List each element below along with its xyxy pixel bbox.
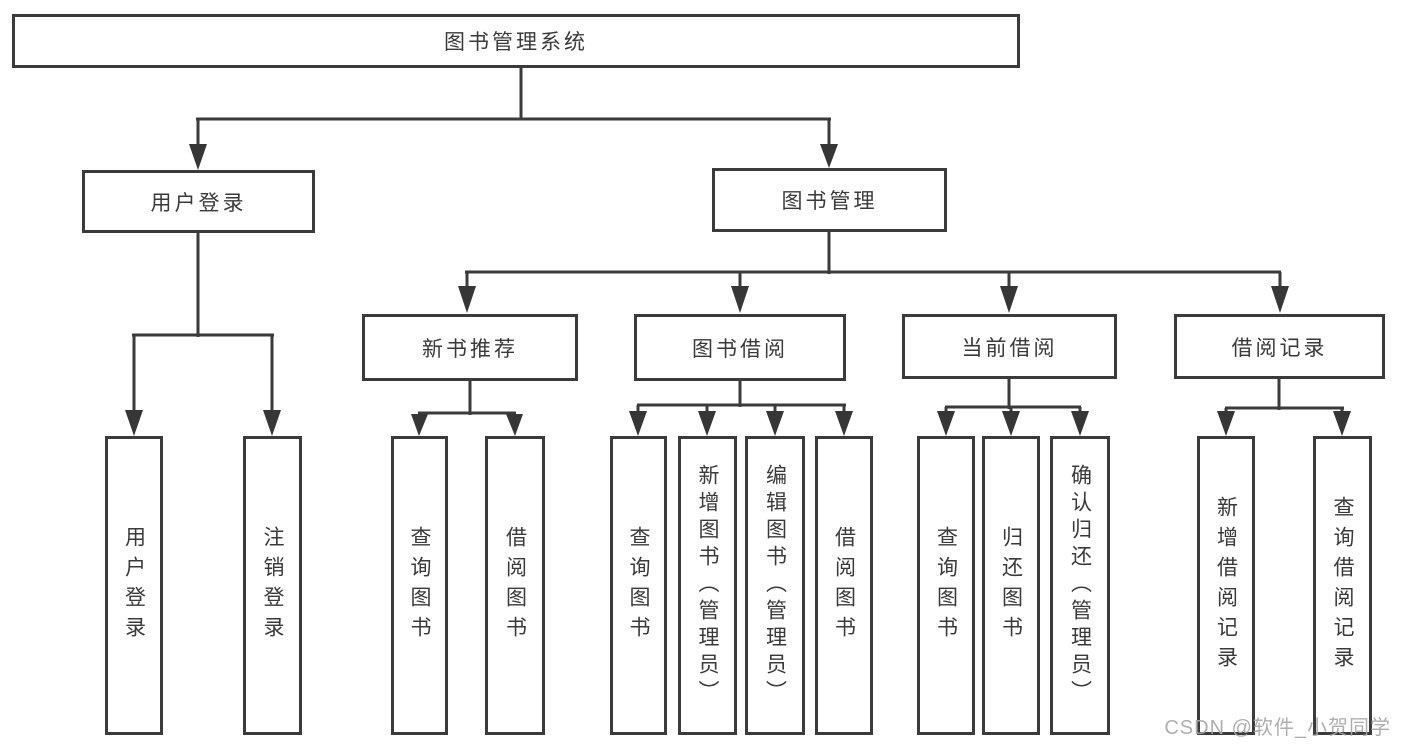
node-borrow-book-recommend-label: 借阅图书 [503, 525, 527, 646]
node-borrow-book-recommend: 借阅图书 [485, 436, 545, 735]
node-borrowing-records: 借阅记录 [1174, 314, 1385, 379]
node-edit-book-admin-label: 编辑图书（管理员） [763, 464, 787, 707]
node-logout-leaf-label: 注销登录 [261, 525, 284, 646]
node-query-books-borrow-label: 查询图书 [627, 525, 650, 646]
node-book-management: 图书管理 [712, 168, 947, 232]
node-query-borrow-record: 查询借阅记录 [1313, 436, 1372, 735]
node-root: 图书管理系统 [12, 14, 1020, 68]
node-confirm-return-admin-label: 确认归还（管理员） [1068, 464, 1092, 707]
node-query-books-current: 查询图书 [917, 436, 975, 735]
node-query-books-recommend: 查询图书 [391, 436, 448, 735]
node-new-book-recommendation: 新书推荐 [362, 314, 578, 381]
node-root-label: 图书管理系统 [444, 31, 588, 54]
node-return-book: 归还图书 [982, 436, 1040, 735]
node-book-management-label: 图书管理 [781, 190, 878, 213]
node-add-borrow-record: 新增借阅记录 [1197, 436, 1255, 735]
node-logout-leaf: 注销登录 [243, 436, 302, 735]
node-query-books-borrow: 查询图书 [610, 436, 667, 735]
node-borrowing-records-label: 借阅记录 [1231, 336, 1328, 360]
node-edit-book-admin: 编辑图书（管理员） [745, 436, 805, 735]
csdn-watermark: CSDN @软件_小贺同学 [1164, 717, 1391, 739]
node-query-books-current-label: 查询图书 [934, 525, 958, 646]
node-query-borrow-record-label: 查询借阅记录 [1331, 495, 1354, 676]
node-return-book-label: 归还图书 [999, 525, 1023, 646]
node-current-borrowing-label: 当前借阅 [961, 336, 1058, 360]
node-add-book-admin: 新增图书（管理员） [678, 436, 737, 735]
node-query-books-recommend-label: 查询图书 [408, 525, 431, 646]
node-new-book-recommendation-label: 新书推荐 [422, 337, 518, 361]
node-current-borrowing: 当前借阅 [902, 314, 1117, 379]
node-user-login-leaf: 用户登录 [105, 436, 163, 735]
node-confirm-return-admin: 确认归还（管理员） [1050, 436, 1110, 735]
node-user-login-leaf-label: 用户登录 [122, 525, 146, 646]
node-book-borrowing-label: 图书借阅 [692, 337, 788, 361]
node-borrow-book-borrow: 借阅图书 [815, 436, 873, 735]
node-user-login-label: 用户登录 [150, 191, 247, 215]
node-user-login: 用户登录 [82, 170, 315, 233]
node-book-borrowing: 图书借阅 [634, 314, 846, 381]
node-add-borrow-record-label: 新增借阅记录 [1214, 495, 1238, 676]
node-add-book-admin-label: 新增图书（管理员） [696, 464, 719, 707]
node-borrow-book-borrow-label: 借阅图书 [832, 525, 856, 646]
